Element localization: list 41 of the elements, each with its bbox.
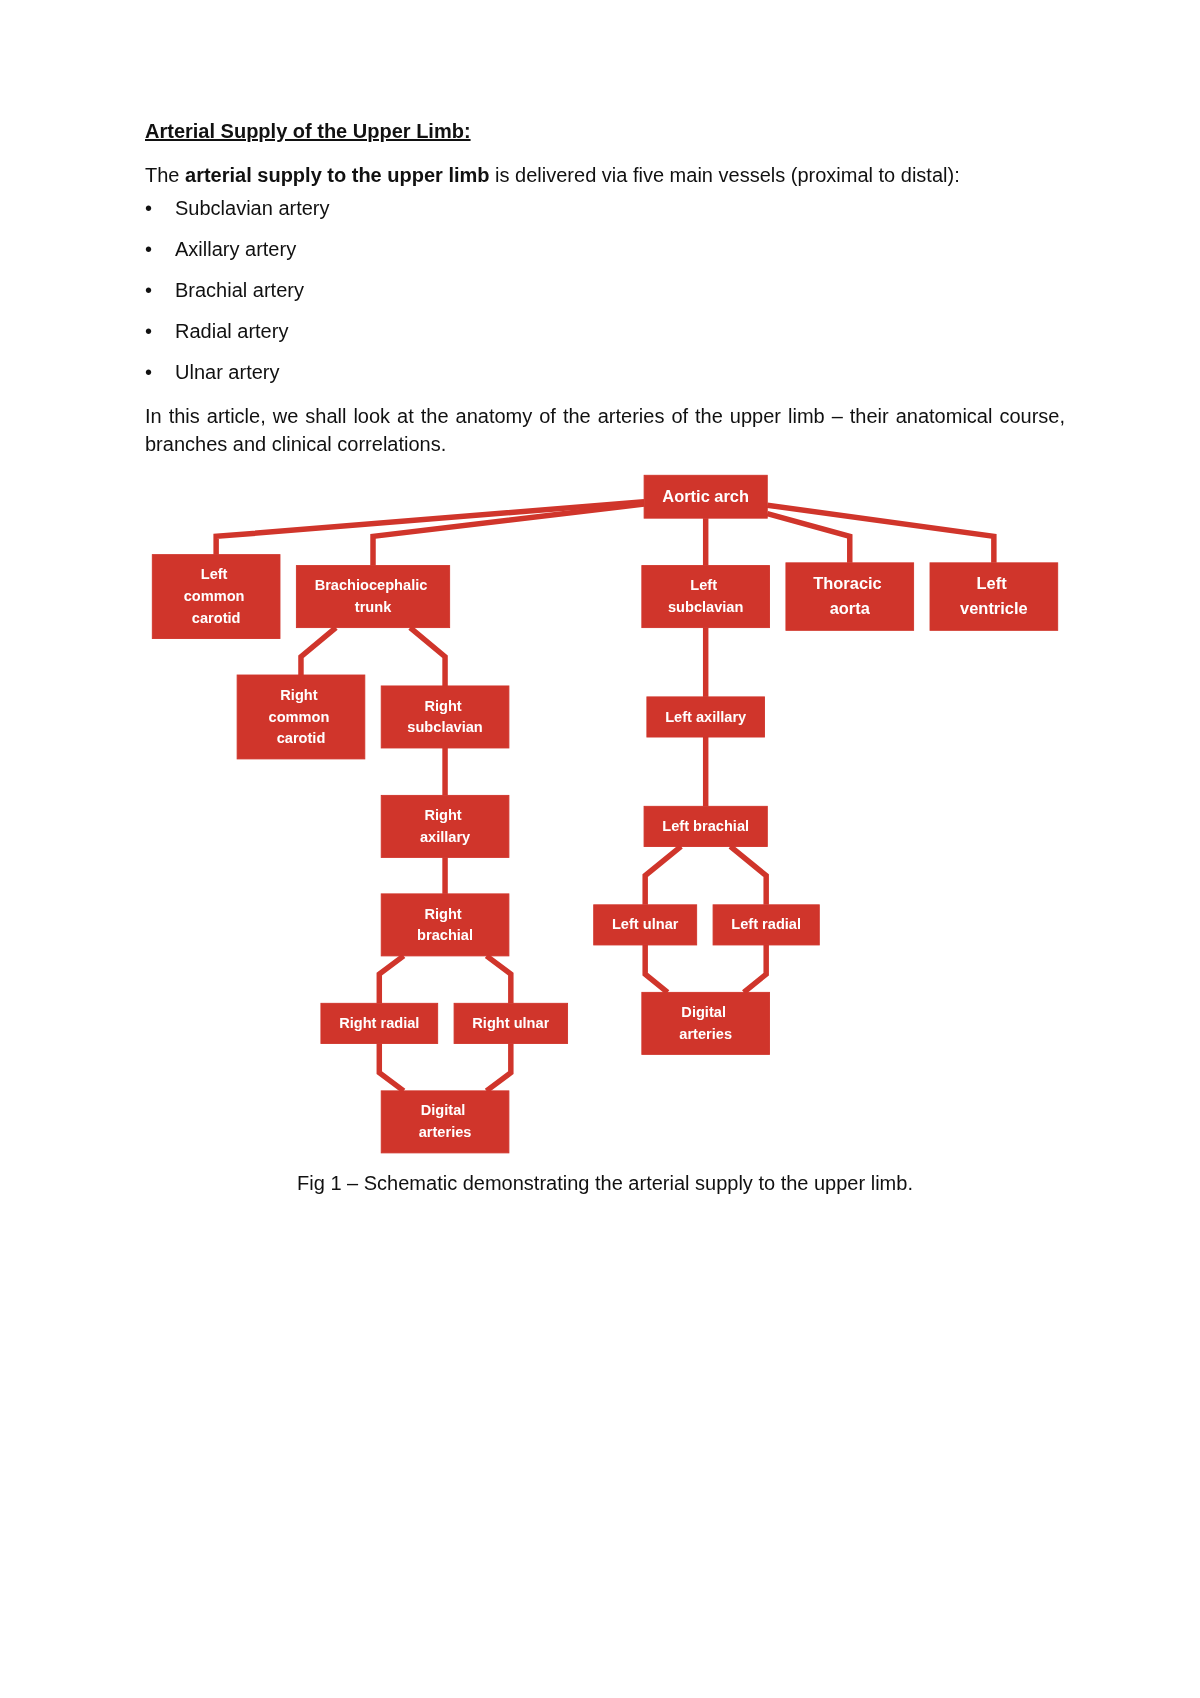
connector: [702, 737, 709, 807]
node-box: [712, 904, 820, 946]
bullet-marker: •: [145, 320, 152, 342]
node-box: [593, 904, 698, 946]
bullet-marker: •: [145, 361, 152, 383]
node-box: [641, 991, 770, 1055]
paragraph: In this article, we shall look at the anatomy of the arteries of the upper limb – their anatomical course, branches and clinical correlations.: [145, 404, 1065, 457]
node-box: [929, 562, 1059, 631]
node-box: [643, 805, 768, 847]
list-item: Radial artery: [175, 320, 289, 342]
connector: [702, 518, 709, 566]
node-box: [380, 1090, 510, 1154]
paragraph: The arterial supply to the upper limb is delivered via five main vessels (proximal to distal):: [145, 163, 961, 188]
node-box: [646, 696, 765, 738]
connector: [766, 511, 853, 563]
connector: [442, 857, 448, 894]
node-box: [380, 893, 510, 957]
bullet-marker: •: [145, 279, 152, 301]
node-box: [641, 565, 770, 629]
node-box: [295, 565, 451, 629]
node-box: [380, 685, 510, 749]
title: Arterial Supply of the Upper Limb:: [145, 120, 471, 143]
list-item: Subclavian artery: [175, 197, 330, 219]
list-item: Brachial artery: [175, 279, 304, 301]
node-box: [380, 794, 510, 858]
node-box: [643, 474, 768, 519]
node-box: [236, 674, 366, 760]
connector: [702, 627, 709, 697]
connector: [766, 502, 997, 563]
node-box: [785, 562, 915, 631]
list-item: Ulnar artery: [175, 361, 280, 383]
node-box: [320, 1002, 439, 1044]
node-box: [453, 1002, 569, 1044]
bullet-marker: •: [145, 238, 152, 260]
connector: [213, 499, 645, 555]
node-box: [151, 554, 281, 639]
artery-diagram: Aortic arch Left common carotid Brachiocephalic trunk Left subclavian Thoracic aorta Left ventricle Right common carotid Right subclavian Left axillary Right axillary Left brachial Right brachial Left ulnar Left radial Digital arteries Right radial Right ulnar Digital arteries: [145, 468, 1065, 1161]
bullet-marker: •: [145, 197, 152, 219]
figure-caption: Fig 1 – Schematic demonstrating the arterial supply to the upper limb.: [296, 1172, 914, 1196]
list-item: Axillary artery: [175, 238, 297, 260]
connector: [442, 747, 448, 796]
